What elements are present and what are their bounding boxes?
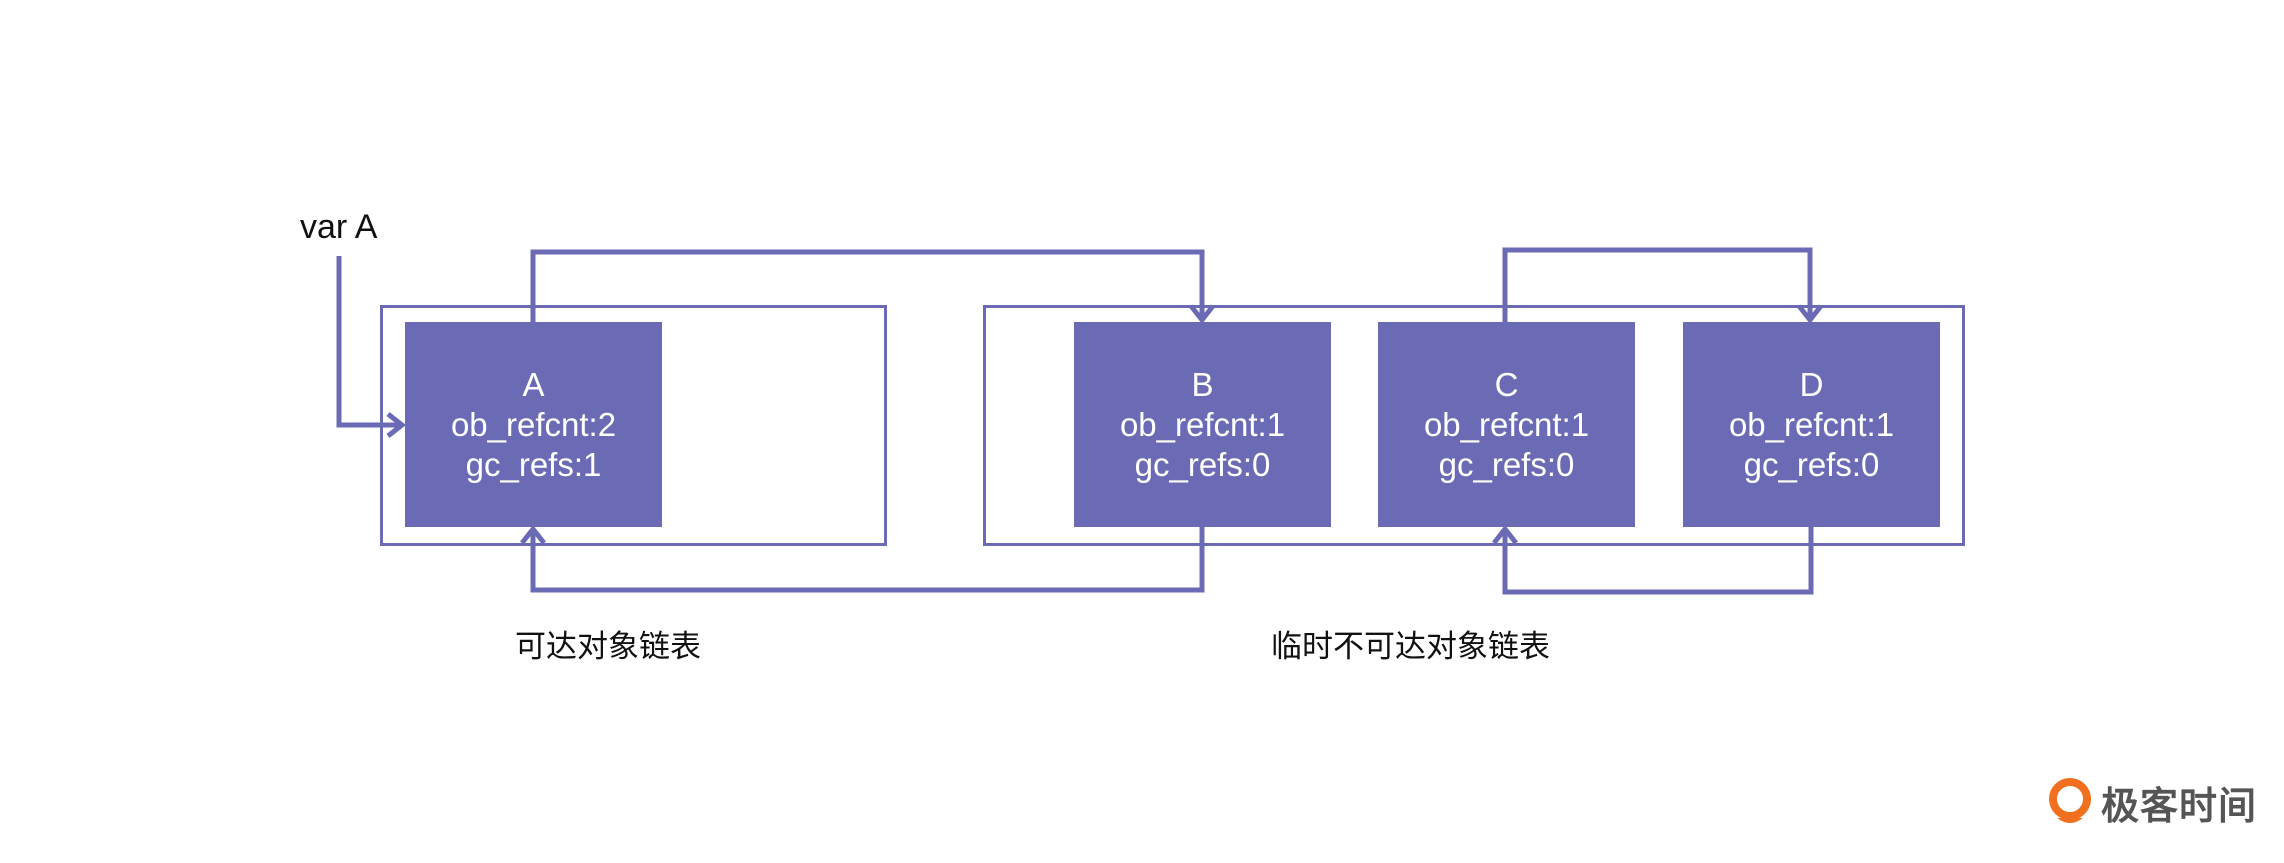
arrow-c-to-d [1502, 247, 1813, 322]
object-name: A [522, 365, 545, 403]
arrow-d-to-c [1502, 527, 1814, 595]
object-gc-refs: gc_refs:0 [1743, 445, 1880, 483]
object-refcnt: ob_refcnt:1 [1728, 405, 1895, 443]
object-refcnt: ob_refcnt:1 [1423, 405, 1590, 443]
object-gc-refs: gc_refs:0 [1134, 445, 1271, 483]
object-gc-refs: gc_refs:0 [1438, 445, 1575, 483]
object-refcnt: ob_refcnt:2 [450, 405, 617, 443]
arrow-var-to-a [336, 256, 402, 428]
object-name: D [1799, 365, 1824, 403]
object-refcnt: ob_refcnt:1 [1119, 405, 1286, 443]
object-c: C ob_refcnt:1 gc_refs:0 [1378, 322, 1635, 527]
reachable-list-label: 可达对象链表 [515, 629, 701, 664]
arrow-b-to-a [530, 527, 1205, 593]
var-a-label: var A [300, 208, 378, 246]
object-b: B ob_refcnt:1 gc_refs:0 [1074, 322, 1331, 527]
object-d: D ob_refcnt:1 gc_refs:0 [1683, 322, 1940, 527]
object-name: C [1494, 365, 1519, 403]
object-gc-refs: gc_refs:1 [465, 445, 602, 483]
unreachable-list-label: 临时不可达对象链表 [1271, 629, 1550, 664]
logo-text: 极客时间 [2101, 786, 2258, 828]
object-name: B [1191, 365, 1214, 403]
arrow-a-to-b [530, 249, 1205, 322]
brand-logo: 极客时间 [2047, 775, 2257, 830]
object-a: A ob_refcnt:2 gc_refs:1 [405, 322, 662, 527]
unreachable-list-container [983, 305, 1965, 546]
logo-icon [2049, 777, 2091, 823]
